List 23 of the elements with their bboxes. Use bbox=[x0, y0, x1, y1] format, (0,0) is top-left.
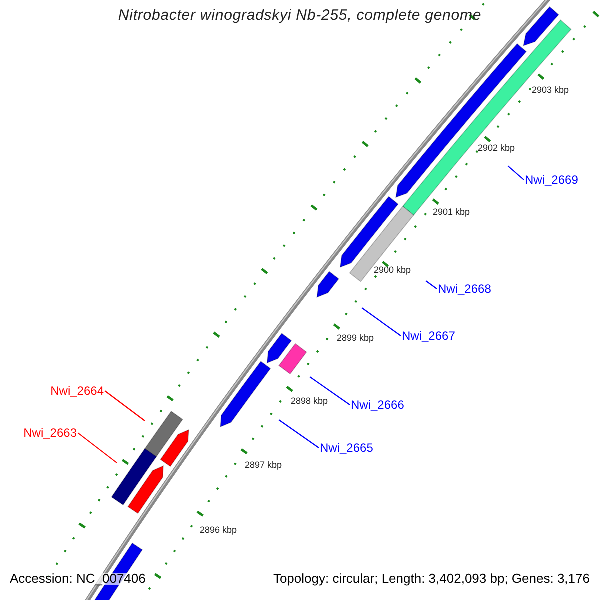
scale-label: 2900 kbp bbox=[374, 264, 412, 276]
leader-line bbox=[508, 166, 524, 180]
leader-line bbox=[362, 308, 402, 336]
gene-label: Nwi_2668 bbox=[438, 282, 492, 296]
gene-label: Nwi_2663 bbox=[24, 426, 77, 440]
scale-label: 2897 kbp bbox=[245, 459, 282, 471]
leader-line bbox=[310, 376, 350, 406]
leader-line bbox=[278, 420, 320, 448]
gene-label: Nwi_2667 bbox=[402, 329, 456, 343]
gene-label: Nwi_2665 bbox=[320, 441, 374, 455]
gene-label: Nwi_2669 bbox=[525, 173, 578, 187]
map-title: Nitrobacter winogradskyi Nb-255, complete genome bbox=[117, 8, 483, 23]
leader-line bbox=[426, 280, 438, 290]
scale-label: 2896 kbp bbox=[200, 524, 238, 536]
gene-label: Nwi_2666 bbox=[351, 398, 404, 412]
scale-label: 2903 kbp bbox=[532, 84, 570, 96]
leader-line bbox=[78, 432, 118, 464]
scale-label: 2899 kbp bbox=[337, 332, 374, 344]
leader-line bbox=[104, 390, 146, 422]
scale-label: 2901 kbp bbox=[433, 206, 470, 218]
scale-label: 2902 kbp bbox=[478, 142, 516, 154]
gene-label: Nwi_2664 bbox=[50, 384, 104, 398]
scale-label: 2898 kbp bbox=[291, 395, 328, 407]
